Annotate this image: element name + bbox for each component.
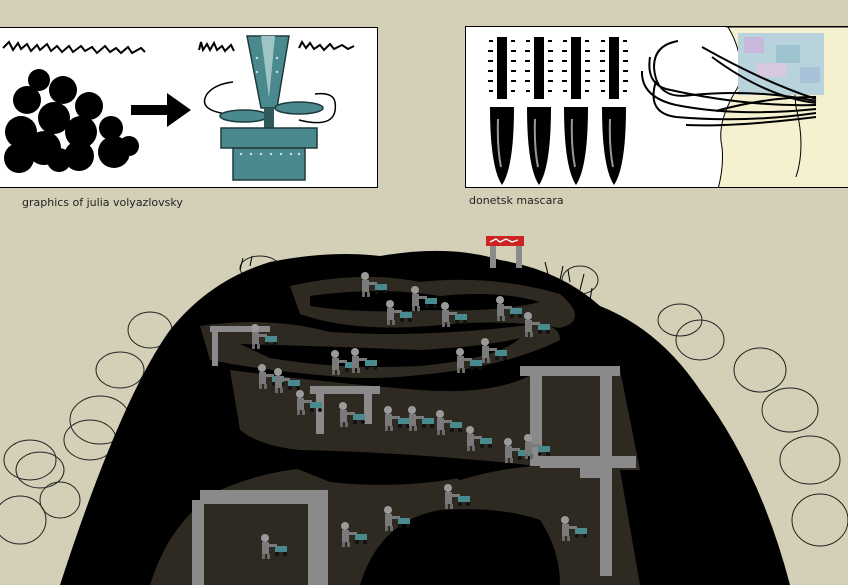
handwriting-scribble [298,40,355,52]
left-illustration-caption: graphics of julia volyazlovsky [22,196,183,209]
arrow-right-icon [131,93,191,127]
mascara-illustration [465,26,848,188]
eyeshadow [738,33,824,95]
mascara-drawing [488,27,848,187]
coal-pillars [240,291,560,585]
handwriting-scribble [198,40,235,53]
barbed-wire [0,255,848,547]
coal-to-fan-illustration [0,27,378,188]
coal-fan-drawing [2,35,355,181]
right-illustration-caption: donetsk mascara [469,194,564,207]
support-beams [192,326,636,585]
mine-headframe [486,236,524,268]
fan-machine [219,35,324,181]
rotation-arrow-icon [298,92,337,124]
coal-mine-mound [0,236,848,585]
mascara-wands [488,37,628,185]
coal-pile [4,69,139,173]
eyelashes [640,40,817,127]
shrubs [239,255,593,301]
rotation-arrow-icon [203,81,234,115]
handwriting-scribble [2,40,146,55]
